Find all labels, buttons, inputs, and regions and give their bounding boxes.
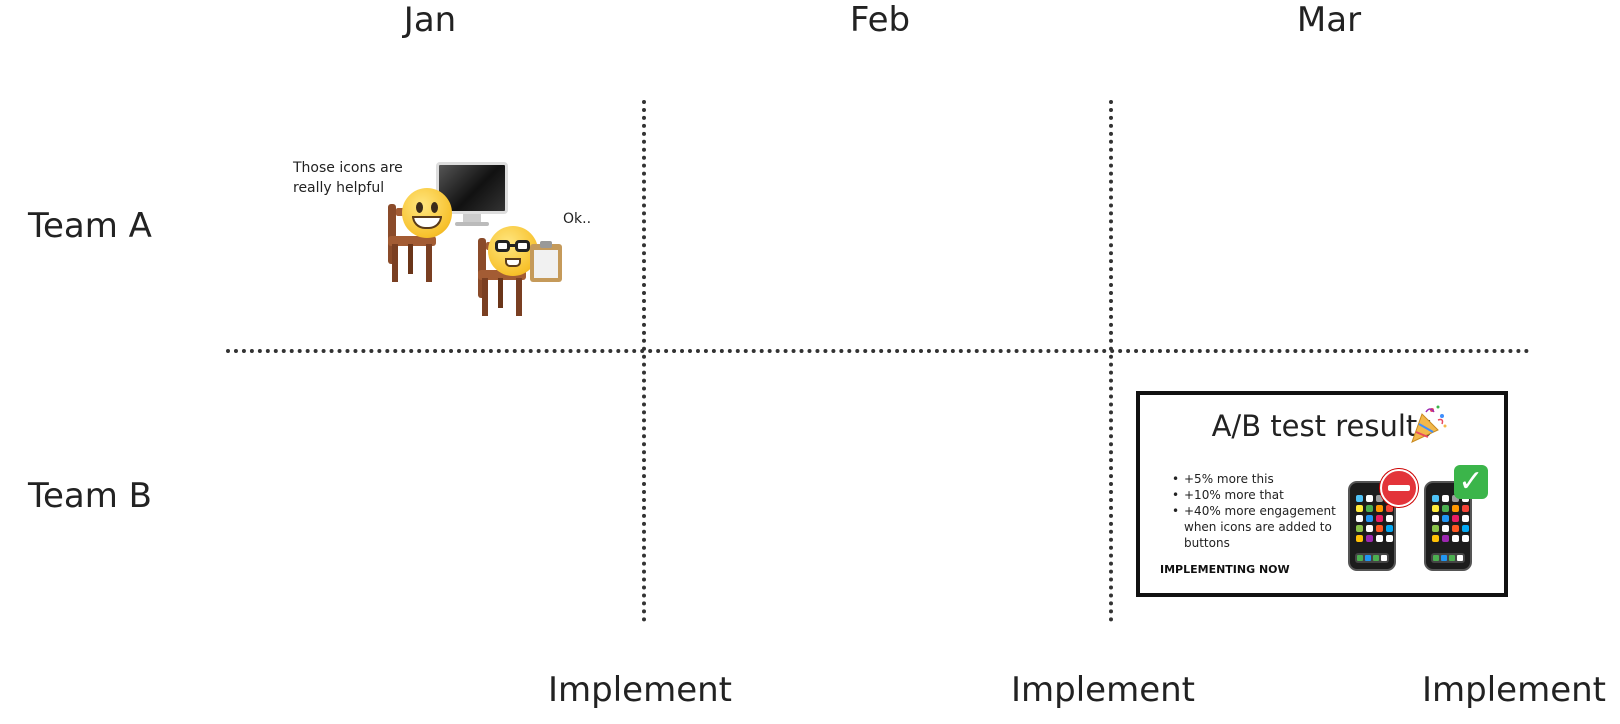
status-label: IMPLEMENTING NOW <box>1160 563 1290 576</box>
clipboard-icon <box>530 244 562 282</box>
divider-team-a-b <box>226 349 1530 353</box>
party-popper-icon <box>1408 404 1448 444</box>
card-title: A/B test results <box>1140 409 1504 443</box>
speech-bubble-1: Those icons are really helpful <box>293 158 413 198</box>
ab-test-results-card: A/B test results +5% more this +10% more… <box>1136 391 1508 597</box>
month-jan: Jan <box>404 0 456 40</box>
result-item-1: +5% more this <box>1170 471 1340 487</box>
result-item-3: +40% more engagement when icons are adde… <box>1170 503 1340 551</box>
monitor-base <box>455 222 489 226</box>
implement-label-3: Implement <box>1422 670 1606 710</box>
check-mark-icon <box>1454 465 1488 499</box>
divider-feb-mar <box>1109 100 1113 622</box>
implement-label-1: Implement <box>548 670 732 710</box>
no-entry-icon <box>1380 469 1418 507</box>
month-mar: Mar <box>1297 0 1361 40</box>
team-b-label: Team B <box>28 476 152 516</box>
implement-label-2: Implement <box>1011 670 1195 710</box>
team-a-label: Team A <box>28 206 152 246</box>
results-list: +5% more this +10% more that +40% more e… <box>1170 471 1340 551</box>
month-feb: Feb <box>850 0 910 40</box>
divider-jan-feb <box>642 100 646 622</box>
grinning-face-icon <box>402 188 452 238</box>
speech-bubble-2: Ok.. <box>563 209 591 229</box>
result-item-2: +10% more that <box>1170 487 1340 503</box>
